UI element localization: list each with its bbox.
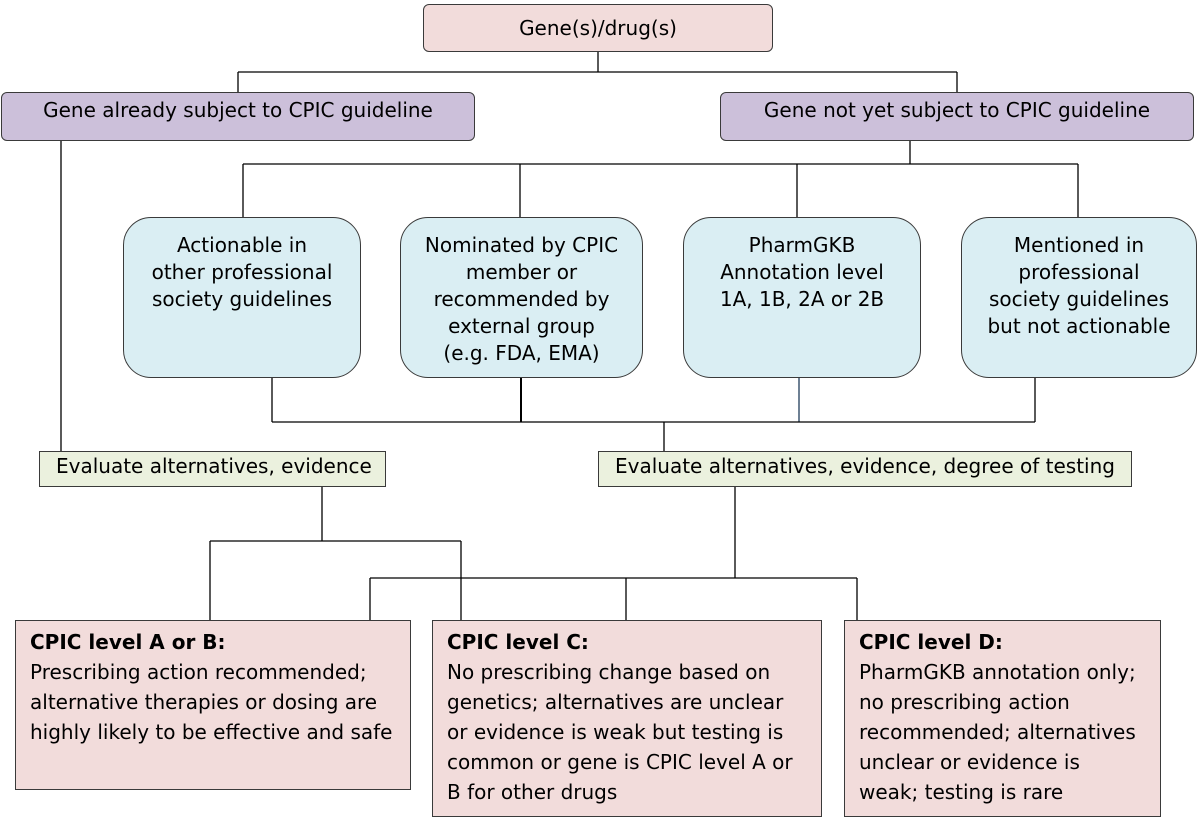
evaluate-existing: Evaluate alternatives, evidence	[39, 451, 386, 487]
criterion-line: Actionable in	[176, 233, 308, 257]
level-line: common or gene is CPIC level A or	[447, 750, 793, 774]
level-line: weak; testing is rare	[859, 780, 1064, 804]
criterion-line: Annotation level	[720, 260, 884, 284]
level-c: CPIC level C: No prescribing change base…	[432, 620, 822, 817]
level-line: alternative therapies or dosing are	[30, 690, 378, 714]
criterion-line: recommended by	[433, 287, 610, 311]
level-title: CPIC level A or B:	[30, 630, 226, 654]
criterion-line: society guidelines	[989, 287, 1169, 311]
level-line: highly likely to be effective and safe	[30, 720, 393, 744]
level-a-or-b: CPIC level A or B: Prescribing action re…	[15, 620, 411, 790]
criterion-line: member or	[465, 260, 578, 284]
criterion-pharmgkb: PharmGKB Annotation level 1A, 1B, 2A or …	[683, 217, 921, 378]
level-line: unclear or evidence is	[859, 750, 1080, 774]
level-line: No prescribing change based on	[447, 660, 771, 684]
criterion-nominated: Nominated by CPIC member or recommended …	[400, 217, 643, 378]
criterion-line: Nominated by CPIC	[424, 233, 619, 257]
level-line: Prescribing action recommended;	[30, 660, 367, 684]
branch-new-label: Gene not yet subject to CPIC guideline	[763, 98, 1151, 122]
level-line: recommended; alternatives	[859, 720, 1136, 744]
criterion-line: other professional	[151, 260, 333, 284]
evaluate-new-label: Evaluate alternatives, evidence, degree …	[615, 454, 1115, 478]
level-line: or evidence is weak but testing is	[447, 720, 784, 744]
root-node: Gene(s)/drug(s)	[423, 4, 773, 52]
level-line: genetics; alternatives are unclear	[447, 690, 784, 714]
level-line: B for other drugs	[447, 780, 618, 804]
criterion-actionable: Actionable in other professional society…	[123, 217, 361, 378]
criterion-line: Mentioned in	[1013, 233, 1145, 257]
level-d: CPIC level D: PharmGKB annotation only; …	[844, 620, 1161, 817]
criterion-line: professional	[1018, 260, 1140, 284]
criterion-line: (e.g. FDA, EMA)	[443, 341, 600, 365]
criterion-line: but not actionable	[987, 314, 1171, 338]
branch-existing-guideline: Gene already subject to CPIC guideline	[1, 92, 475, 141]
level-line: PharmGKB annotation only;	[859, 660, 1136, 684]
criterion-line: 1A, 1B, 2A or 2B	[719, 287, 885, 311]
criterion-line: society guidelines	[152, 287, 332, 311]
criterion-mentioned: Mentioned in professional society guidel…	[961, 217, 1197, 378]
root-label: Gene(s)/drug(s)	[519, 16, 677, 40]
criterion-line: external group	[448, 314, 595, 338]
level-title: CPIC level D:	[859, 630, 1003, 654]
criterion-line: PharmGKB	[748, 233, 856, 257]
branch-existing-label: Gene already subject to CPIC guideline	[43, 98, 433, 122]
level-title: CPIC level C:	[447, 630, 589, 654]
branch-new-gene: Gene not yet subject to CPIC guideline	[720, 92, 1194, 141]
level-line: no prescribing action	[859, 690, 1070, 714]
evaluate-new: Evaluate alternatives, evidence, degree …	[598, 451, 1132, 487]
evaluate-existing-label: Evaluate alternatives, evidence	[56, 454, 372, 478]
